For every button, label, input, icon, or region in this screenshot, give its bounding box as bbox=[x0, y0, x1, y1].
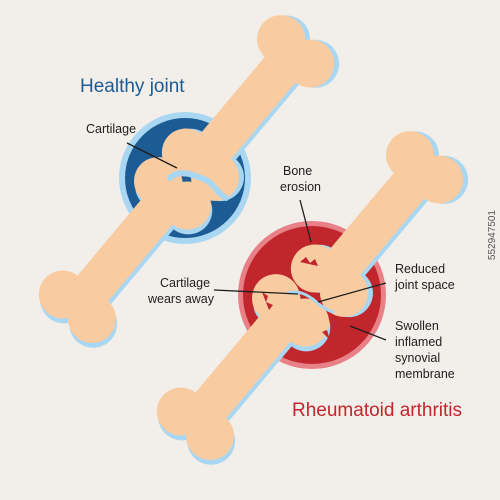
ra-joint-space-label-2: joint space bbox=[394, 278, 455, 292]
healthy-joint: Healthy joint Cartilage bbox=[29, 5, 349, 358]
ra-joint-space-leader bbox=[317, 282, 387, 303]
ra-cartilage-leader bbox=[213, 289, 299, 295]
ra-synovial-leader bbox=[349, 325, 387, 341]
ra-joint: Bone erosion Cartilage wears away Reduce… bbox=[147, 121, 478, 475]
ra-cartilage bbox=[286, 290, 335, 314]
ra-synovial-label-1: Swollen bbox=[395, 319, 439, 333]
healthy-cartilage-leader bbox=[126, 142, 178, 169]
ra-joint-space-label-1: Reduced bbox=[395, 262, 445, 276]
stock-id: 552947501 bbox=[487, 210, 498, 261]
healthy-cartilage-label: Cartilage bbox=[86, 122, 136, 136]
ra-erosion-label-1: Bone bbox=[283, 164, 312, 178]
ra-cartilage-label-2: wears away bbox=[147, 292, 215, 306]
ra-title: Rheumatoid arthritis bbox=[292, 400, 462, 421]
ra-erosion-leader bbox=[299, 199, 312, 243]
healthy-cartilage bbox=[167, 170, 229, 201]
healthy-title: Healthy joint bbox=[80, 76, 185, 97]
ra-erosion-label-2: erosion bbox=[280, 180, 321, 194]
ra-synovial-label-4: membrane bbox=[395, 367, 455, 381]
ra-cartilage-label-1: Cartilage bbox=[160, 276, 210, 290]
ra-synovial-label-3: synovial bbox=[395, 351, 440, 365]
ra-synovial-label-2: inflamed bbox=[395, 335, 442, 349]
ra-erosion-marks bbox=[262, 257, 335, 342]
